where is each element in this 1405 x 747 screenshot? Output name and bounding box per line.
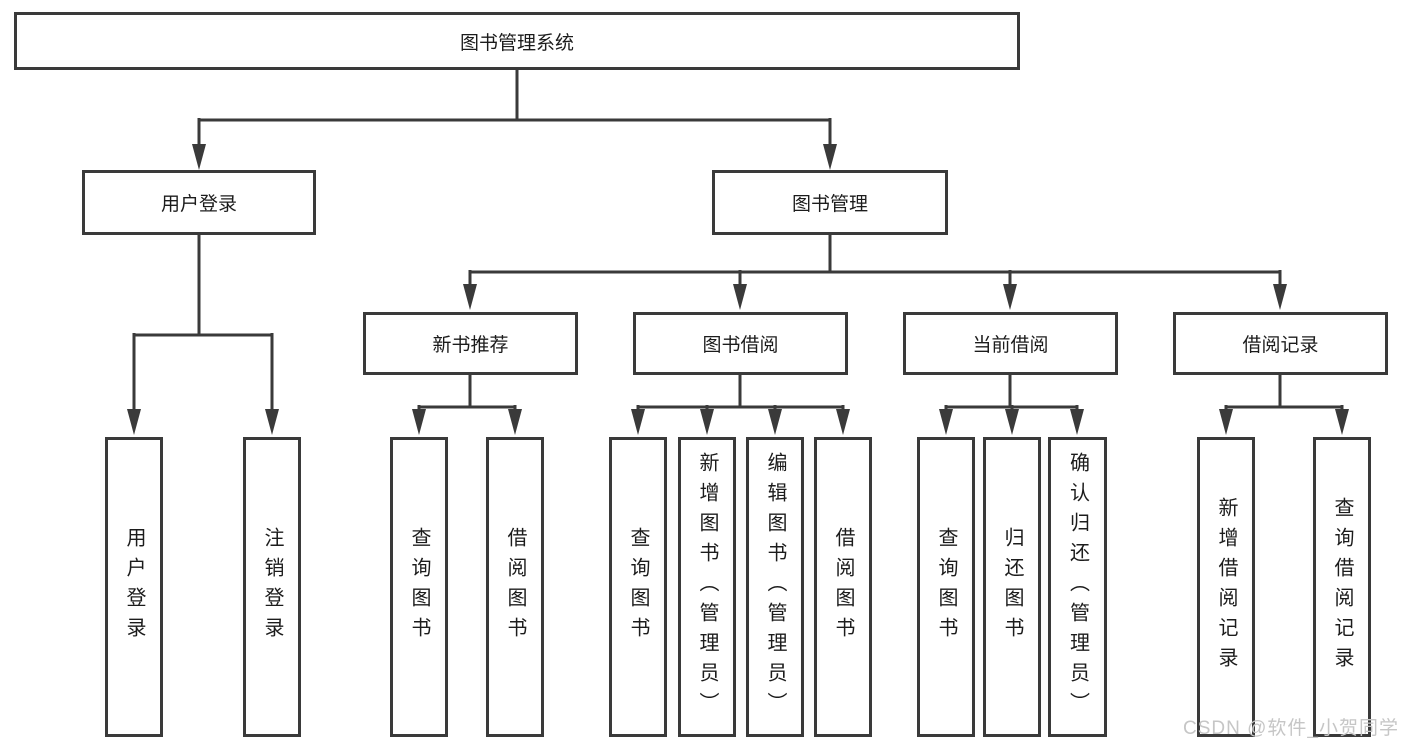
leaf-logout-label: 注销登录	[261, 527, 283, 647]
leaf-query-books-1: 查询图书	[390, 437, 448, 737]
leaf-query-books-3: 查询图书	[917, 437, 975, 737]
leaf-query-borrow-record: 查询借阅记录	[1313, 437, 1371, 737]
node-new-book-recommend: 新书推荐	[363, 312, 578, 375]
leaf-user-login-label: 用户登录	[123, 527, 145, 647]
node-book-management: 图书管理	[712, 170, 948, 235]
node-user-login-label: 用户登录	[160, 194, 237, 215]
leaf-add-books-admin: 新增图书（管理员）	[678, 437, 736, 737]
leaf-borrow-books-2-label: 借阅图书	[832, 527, 854, 647]
node-user-login: 用户登录	[82, 170, 316, 235]
leaf-add-borrow-record-label: 新增借阅记录	[1215, 497, 1237, 677]
node-borrow-records: 借阅记录	[1173, 312, 1388, 375]
leaf-return-books: 归还图书	[983, 437, 1041, 737]
leaf-query-books-2: 查询图书	[609, 437, 667, 737]
node-book-management-label: 图书管理	[791, 194, 868, 215]
leaf-edit-books-admin-label: 编辑图书（管理员）	[764, 452, 786, 722]
node-root-label: 图书管理系统	[459, 32, 574, 54]
leaf-query-borrow-record-label: 查询借阅记录	[1331, 497, 1353, 677]
leaf-query-books-2-label: 查询图书	[627, 527, 649, 647]
leaf-borrow-books-1: 借阅图书	[486, 437, 544, 737]
node-new-book-recommend-label: 新书推荐	[432, 335, 509, 356]
leaf-user-login: 用户登录	[105, 437, 163, 737]
node-current-borrow: 当前借阅	[903, 312, 1118, 375]
connector-paths	[132, 70, 1344, 417]
leaf-edit-books-admin: 编辑图书（管理员）	[746, 437, 804, 737]
leaf-confirm-return-admin-label: 确认归还（管理员）	[1066, 452, 1089, 722]
leaf-query-books-3-label: 查询图书	[935, 527, 957, 647]
leaf-borrow-books-2: 借阅图书	[814, 437, 872, 737]
leaf-return-books-label: 归还图书	[1001, 527, 1023, 647]
node-borrow-records-label: 借阅记录	[1242, 335, 1319, 356]
arrowheads	[127, 144, 1349, 435]
node-root: 图书管理系统	[14, 12, 1020, 70]
leaf-logout: 注销登录	[243, 437, 301, 737]
node-book-borrow: 图书借阅	[633, 312, 848, 375]
leaf-add-borrow-record: 新增借阅记录	[1197, 437, 1255, 737]
leaf-borrow-books-1-label: 借阅图书	[504, 527, 526, 647]
leaf-confirm-return-admin: 确认归还（管理员）	[1048, 437, 1107, 737]
leaf-query-books-1-label: 查询图书	[408, 527, 430, 647]
csdn-watermark: CSDN @软件_小贺同学	[1183, 718, 1399, 739]
node-book-borrow-label: 图书借阅	[702, 335, 779, 356]
leaf-add-books-admin-label: 新增图书（管理员）	[696, 452, 718, 722]
node-current-borrow-label: 当前借阅	[972, 335, 1049, 356]
